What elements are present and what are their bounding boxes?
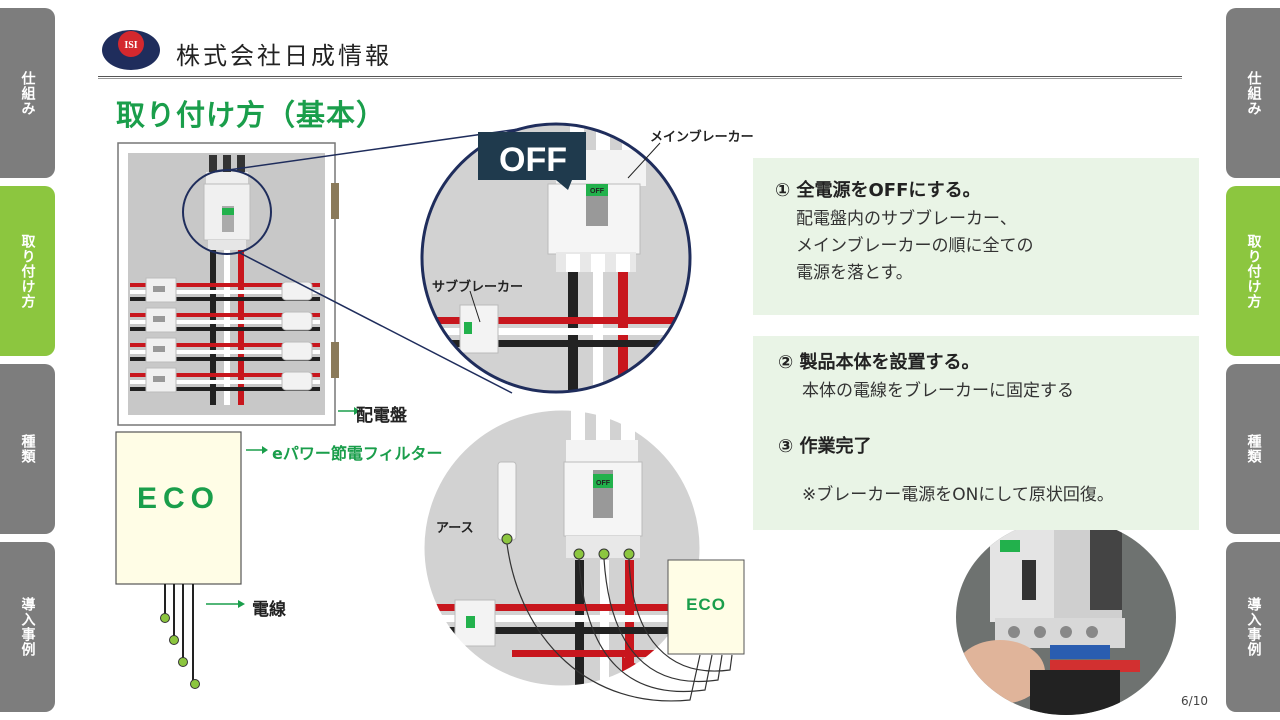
- step-1-heading: ① 全電源をOFFにする。: [775, 180, 981, 201]
- left-tab-mechanism[interactable]: 仕組み: [0, 8, 55, 178]
- left-tab-installation[interactable]: 取り付け方: [0, 186, 55, 356]
- left-tab-types[interactable]: 種類: [0, 364, 55, 534]
- step-1-line-2: メインブレーカーの順に全ての: [796, 236, 1034, 256]
- filter-label: eパワー節電フィルター: [272, 444, 443, 463]
- step-2-heading: ② 製品本体を設置する。: [778, 352, 980, 373]
- step-1-body: 配電盤内のサブブレーカー、 メインブレーカーの順に全ての 電源を落とす。: [796, 206, 1034, 287]
- off-badge: [478, 132, 586, 180]
- step-1-line-3: 電源を落とす。: [796, 263, 913, 283]
- eco-small-box: [667, 559, 745, 655]
- eco-label: ECO: [136, 482, 220, 515]
- off-badge-text: OFF: [499, 141, 567, 179]
- step-1-box: [753, 158, 1199, 315]
- step-2-3-box: [753, 336, 1199, 530]
- company-name: 株式会社日成情報: [176, 42, 392, 70]
- step-2-body: 本体の電線をブレーカーに固定する: [802, 381, 1074, 401]
- main-breaker-label: メインブレーカー: [650, 130, 754, 145]
- panel-label: 配電盤: [356, 406, 407, 426]
- wire-label: 電線: [252, 600, 286, 620]
- company-logo: ISI: [102, 30, 160, 70]
- header-rule: [98, 76, 1182, 79]
- page-number: 6/10: [1181, 694, 1208, 708]
- right-tab-case-studies[interactable]: 導入事例: [1226, 542, 1280, 712]
- step-3-heading: ③ 作業完了: [778, 436, 872, 457]
- ground-label: アース: [436, 521, 474, 536]
- distribution-panel: [117, 142, 339, 426]
- right-tab-mechanism[interactable]: 仕組み: [1226, 8, 1280, 178]
- main-breaker-zoom: OFF OFF: [420, 122, 692, 394]
- right-tab-types[interactable]: 種類: [1226, 364, 1280, 534]
- sub-breaker-label: サブブレーカー: [432, 280, 524, 295]
- page-title: 取り付け方（基本）: [116, 98, 387, 132]
- eco-product-box: [115, 431, 242, 585]
- installation-photo: [956, 519, 1176, 715]
- eco-small-text: ECO: [686, 595, 726, 614]
- breaker-off-text: OFF: [590, 188, 605, 195]
- step-3-body: ※ブレーカー電源をONにして原状回復。: [802, 485, 1114, 505]
- logo-text: ISI: [124, 40, 137, 51]
- installed-zoom: OFF ECO: [423, 409, 745, 702]
- step-1-line-1: 配電盤内のサブブレーカー、: [796, 209, 1017, 229]
- breaker-on-text: OFF: [596, 480, 611, 487]
- right-tab-installation[interactable]: 取り付け方: [1226, 186, 1280, 356]
- left-tab-case-studies[interactable]: 導入事例: [0, 542, 55, 712]
